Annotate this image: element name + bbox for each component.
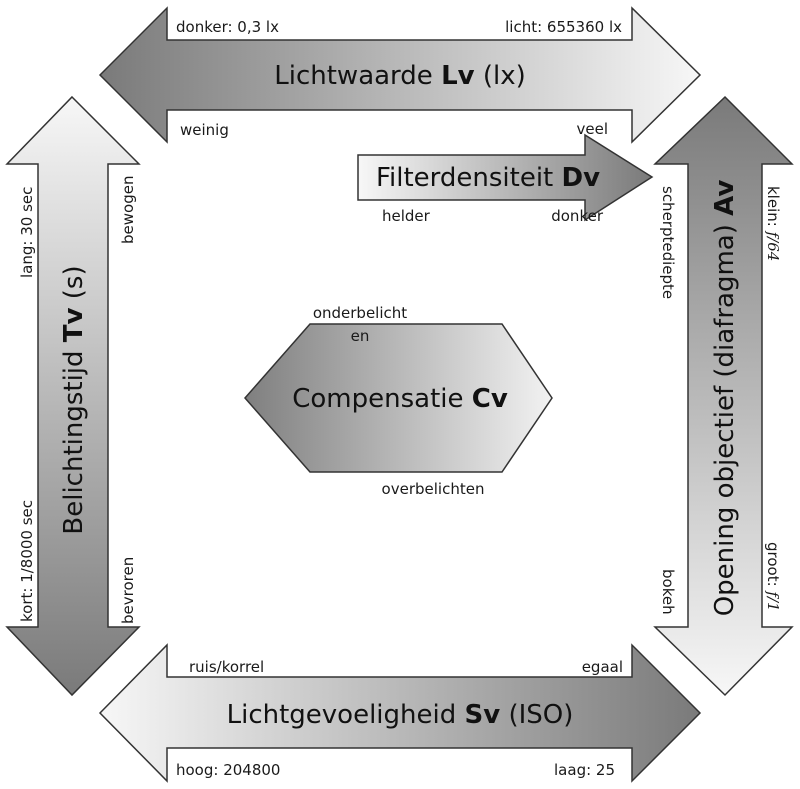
aperture-large-label: groot: f/1 — [764, 542, 782, 612]
aperture-arrow — [653, 95, 794, 697]
compensation-over-label: overbelichten — [382, 480, 485, 498]
light-value-little-label: weinig — [180, 121, 229, 139]
filter-title: Filterdensiteit Dv — [376, 163, 600, 193]
compensation-under-label: onderbelicht — [313, 304, 407, 322]
sensitivity-low-label: laag: 25 — [554, 761, 615, 779]
compensation-and-label: en — [351, 327, 370, 345]
light-value-title: Lichtwaarde Lv (lx) — [274, 61, 526, 91]
sensitivity-arrow — [98, 643, 702, 783]
light-value-arrow — [98, 6, 702, 144]
light-value-much-label: veel — [576, 120, 608, 138]
filter-dark-label: donker — [551, 207, 604, 225]
filter-arrow — [357, 133, 654, 222]
exposure-time-arrow — [5, 95, 141, 697]
aperture-title: Opening objectief (diafragma) Av — [710, 180, 740, 617]
aperture-bokeh-label: bokeh — [659, 569, 677, 615]
exposure-time-frozen-label: bevroren — [119, 557, 137, 624]
light-value-bright-label: licht: 655360 lx — [505, 18, 622, 36]
exposure-time-short-label: kort: 1/8000 sec — [18, 500, 36, 622]
sensitivity-title: Lichtgevoeligheid Sv (ISO) — [227, 700, 574, 730]
compensation-hexagon — [244, 323, 553, 473]
compensation-title: Compensatie Cv — [292, 384, 508, 414]
sensitivity-high-label: hoog: 204800 — [176, 761, 280, 779]
aperture-depth-label: scherptediepte — [659, 186, 677, 299]
light-value-dark-label: donker: 0,3 lx — [176, 18, 279, 36]
sensitivity-noise-label: ruis/korrel — [189, 658, 264, 676]
filter-light-label: helder — [382, 207, 431, 225]
exposure-time-long-label: lang: 30 sec — [18, 187, 36, 278]
exposure-time-title: Belichtingstijd Tv (s) — [59, 265, 89, 534]
exposure-time-moving-label: bewogen — [119, 176, 137, 244]
sensitivity-smooth-label: egaal — [582, 658, 623, 676]
aperture-small-label: klein: f/64 — [764, 186, 782, 261]
